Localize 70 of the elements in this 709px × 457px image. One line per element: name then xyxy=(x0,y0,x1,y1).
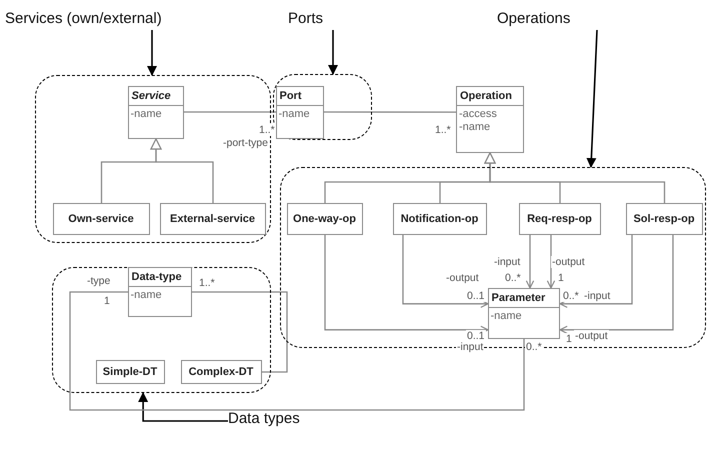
class-box xyxy=(52,202,150,234)
class-name: Service xyxy=(130,88,172,104)
callout-arrow xyxy=(586,30,598,168)
association-arrow xyxy=(526,235,534,289)
class-name: External-service xyxy=(169,212,256,226)
end-label: 0..* xyxy=(525,341,543,353)
end-label: 0..* xyxy=(504,272,522,284)
attribute-text: -name xyxy=(130,108,163,120)
callout-text: Operations xyxy=(497,10,570,27)
end-label: 0..1 xyxy=(466,290,486,302)
class-box xyxy=(128,86,184,138)
end-label: 1 xyxy=(565,333,573,345)
association-line xyxy=(69,291,525,411)
class-name: Notification-op xyxy=(400,212,480,226)
class-name: Req-resp-op xyxy=(526,212,593,226)
association-arrow xyxy=(559,235,633,308)
association-arrow xyxy=(546,235,556,289)
callout-arrow xyxy=(138,392,228,422)
class-box xyxy=(488,288,560,338)
class-box xyxy=(626,202,702,234)
generalization-arrow xyxy=(150,138,214,203)
class-box xyxy=(276,86,324,138)
class-box xyxy=(286,202,362,234)
end-label: -input xyxy=(493,256,522,268)
class-box xyxy=(96,360,164,384)
class-name: Parameter xyxy=(490,290,546,306)
end-label: 1..* xyxy=(198,277,216,289)
callout-text: Services (own/external) xyxy=(5,10,162,27)
attribute-text: -name xyxy=(278,108,311,120)
class-box xyxy=(160,202,266,234)
generalization-arrow xyxy=(484,152,666,203)
end-label: -port-type xyxy=(222,137,269,149)
class-box xyxy=(518,202,600,234)
attribute-text: -name xyxy=(130,288,163,302)
end-label: -output xyxy=(445,272,480,284)
callout-text: Ports xyxy=(288,10,324,27)
end-label: -input xyxy=(583,290,612,302)
class-box xyxy=(180,360,262,384)
end-label: -output xyxy=(551,256,586,268)
class-name: Simple-DT xyxy=(102,364,158,380)
class-box xyxy=(128,266,192,316)
end-label: 1..* xyxy=(434,124,452,136)
attribute-text: -name xyxy=(490,310,523,322)
end-label: -output xyxy=(574,330,609,342)
class-box xyxy=(456,86,524,153)
attribute-text: -name xyxy=(459,121,492,134)
end-label: 0..* xyxy=(562,290,580,302)
class-name: Data-type xyxy=(130,270,183,284)
dashed-region xyxy=(52,267,271,393)
dashed-region xyxy=(273,74,372,140)
callout-text: Data types xyxy=(228,410,300,427)
end-label: -type xyxy=(86,275,112,287)
class-name: Sol-resp-op xyxy=(632,212,696,226)
association-arrow xyxy=(559,235,674,334)
attribute-text: -access xyxy=(459,108,498,121)
end-label: 1..* xyxy=(258,124,276,136)
class-name: Operation xyxy=(459,89,513,104)
class-name: Port xyxy=(278,88,302,104)
callout-arrow xyxy=(147,30,157,76)
end-label: 0..1 xyxy=(466,330,486,342)
callout-arrow xyxy=(328,30,338,75)
end-label: 1 xyxy=(557,272,565,284)
class-name: Own-service xyxy=(67,212,135,226)
class-name: Complex-DT xyxy=(188,364,254,380)
class-name: One-way-op xyxy=(292,212,357,226)
association-arrow xyxy=(402,235,489,308)
end-label: 1 xyxy=(103,295,111,307)
class-box xyxy=(392,202,486,234)
association-arrow xyxy=(324,235,489,334)
end-label: -input xyxy=(456,341,484,353)
